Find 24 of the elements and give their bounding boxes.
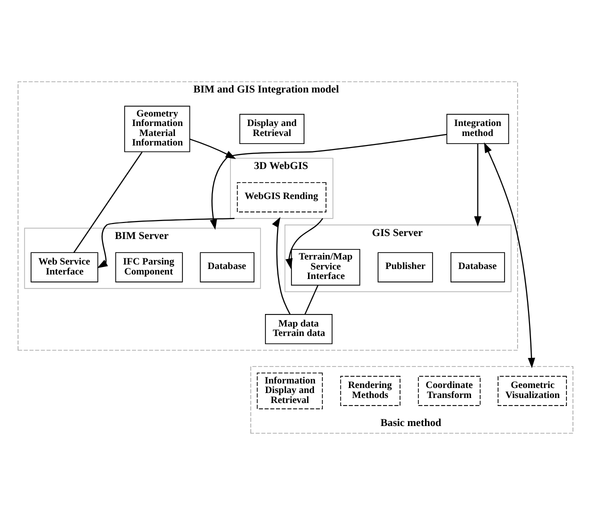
arrow [190,138,236,160]
node-box: Publisher [378,252,433,282]
node-box: Web Service Interface [30,252,98,282]
node-box: Integration method [446,114,510,144]
node-box: Database [200,252,254,282]
arrow [272,216,291,315]
node-box: WebGIS Rending [236,182,326,212]
node-box: Information Display and Retrieval [256,372,323,410]
arrow [97,218,234,268]
node-box: Map data Terrain data [264,314,333,344]
node-box: Display and Retrieval [239,114,304,144]
node-box: Terrain/Map Service Interface [291,248,360,286]
arrow [210,134,447,230]
connector [304,284,318,314]
node-box: IFC Parsing Component [115,252,183,282]
arrow [484,142,536,368]
arrow [474,144,482,227]
node-box: Database [450,252,505,282]
node-box: Geometric Visualization [498,376,567,406]
node-box: Geometry Information Material Information [124,106,190,152]
arrow [285,218,324,269]
node-box: Coordinate Transform [418,376,481,406]
connector [73,152,143,253]
node-box: Rendering Methods [340,376,400,406]
